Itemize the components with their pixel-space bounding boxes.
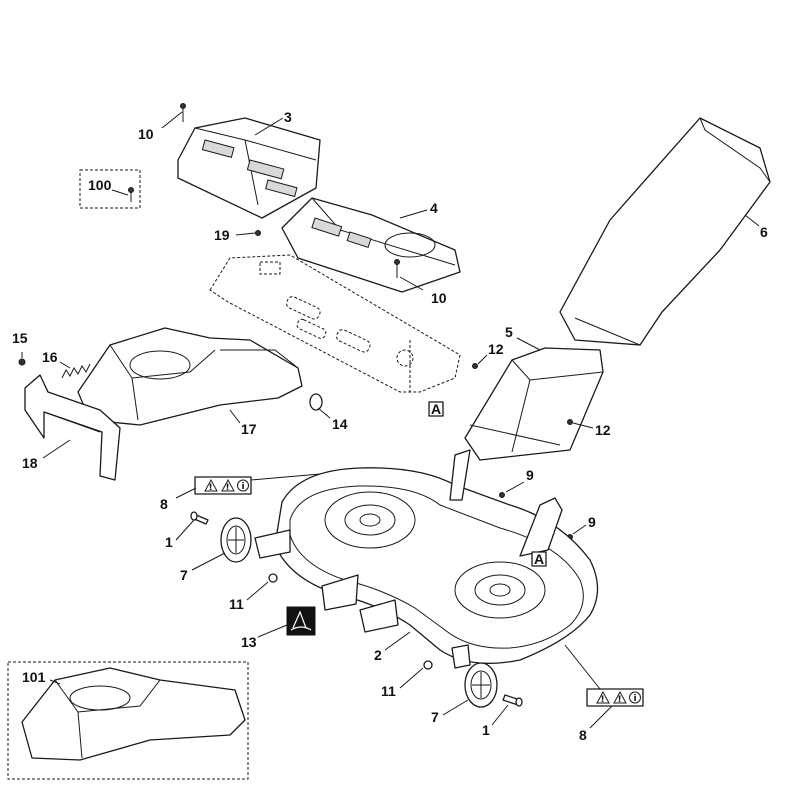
part-18-bracket	[24, 374, 121, 481]
screw-12-right	[567, 419, 573, 425]
small-fasteners	[128, 103, 573, 540]
marker-a-upper: A	[428, 401, 444, 417]
screw-12-left	[472, 363, 478, 369]
part-8-warning-decal-top: ! ! i	[194, 476, 252, 495]
label-4: 4	[430, 200, 438, 216]
label-5: 5	[505, 324, 513, 340]
label-12-right: 12	[595, 422, 611, 438]
screw-100	[128, 187, 134, 202]
part-7-wheel-right	[464, 662, 498, 708]
part-13-decal	[286, 606, 316, 636]
part-11-nut-left	[268, 573, 278, 583]
label-9-right: 9	[588, 514, 596, 530]
label-14: 14	[332, 416, 348, 432]
part-3-rear-cover	[177, 117, 321, 219]
part-8-warning-decal-bottom: ! ! i	[586, 688, 644, 707]
leader-lines	[21, 111, 760, 729]
label-17: 17	[241, 421, 257, 437]
part-15-screw	[18, 358, 26, 366]
warning-glyph: !	[226, 483, 230, 493]
label-10-bottom: 10	[431, 290, 447, 306]
label-8-bottom: 8	[579, 727, 587, 743]
label-16: 16	[42, 349, 58, 365]
warning-glyph: !	[601, 695, 605, 705]
part-11-nut-right	[423, 660, 433, 670]
part-number-labels: 10 3 100 4 19 6 10 5 15 16 12 12 14 17 1…	[12, 109, 768, 743]
label-18: 18	[22, 455, 38, 471]
part-1-bolt-right	[502, 694, 523, 707]
marker-a-upper-text: A	[431, 401, 441, 417]
label-11-right: 11	[381, 683, 396, 699]
label-1-right: 1	[482, 722, 490, 738]
label-7-left: 7	[180, 567, 188, 583]
part-4-front-cover	[281, 197, 461, 293]
warning-glyph: !	[618, 695, 622, 705]
marker-a-lower-text: A	[534, 551, 544, 567]
label-11-left: 11	[229, 596, 244, 612]
part-2-mower-deck	[254, 449, 599, 669]
screw-10-top	[180, 103, 186, 122]
marker-a-lower: A	[531, 551, 547, 567]
label-3: 3	[284, 109, 292, 125]
warning-glyph: !	[209, 483, 213, 493]
part-16-spring	[61, 363, 91, 379]
mounting-plate-outline	[209, 254, 461, 393]
label-6: 6	[760, 224, 768, 240]
box-101-alternate-hood	[7, 661, 249, 780]
part-5-collector-chute	[464, 347, 604, 461]
label-8-top: 8	[160, 496, 168, 512]
label-15: 15	[12, 330, 28, 346]
label-1-left: 1	[165, 534, 173, 550]
part-14-nut	[309, 393, 323, 411]
label-9-left: 9	[526, 467, 534, 483]
box-100-screw-kit	[79, 169, 141, 209]
label-10-top: 10	[138, 126, 154, 142]
info-glyph: i	[242, 482, 245, 492]
part-17-deflector-hood	[77, 327, 303, 426]
label-13: 13	[241, 634, 257, 650]
label-2: 2	[374, 647, 382, 663]
label-101: 101	[22, 669, 46, 685]
label-19: 19	[214, 227, 230, 243]
label-7-right: 7	[431, 709, 439, 725]
screw-19	[255, 230, 261, 236]
part-6-discharge-chute	[559, 117, 771, 346]
part-1-bolt-left	[190, 511, 209, 525]
info-glyph: i	[634, 694, 637, 704]
screw-10-bottom	[394, 259, 400, 278]
label-12-left: 12	[488, 341, 504, 357]
part-7-wheel-left	[220, 517, 252, 563]
label-100: 100	[88, 177, 112, 193]
screw-9-left	[499, 492, 505, 498]
